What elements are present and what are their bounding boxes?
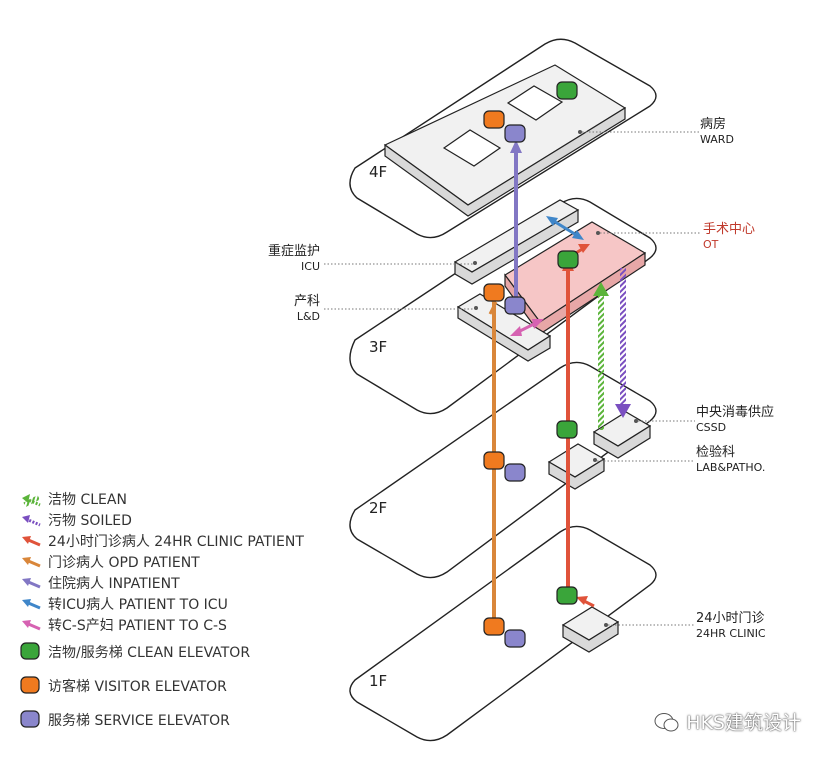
legend-item-cs-transfer: 转C-S产妇 PATIENT TO C-S [20, 614, 350, 635]
service-elevator-1f-icon [504, 629, 526, 648]
floor-label-1f: 1F [369, 672, 388, 690]
legend-item-soiled: 污物 SOILED [20, 509, 350, 530]
legend-item-inpatient: 住院病人 INPATIENT [20, 572, 350, 593]
service-elevator-2f-icon [504, 463, 526, 482]
cs-transfer-arrow-icon [510, 319, 544, 336]
watermark-text: HKS建筑设计 [686, 712, 801, 734]
clean-elevator-3f-icon [557, 250, 579, 269]
legend-item-clinic-patient: 24小时门诊病人 24HR CLINIC PATIENT [20, 530, 350, 551]
clinic-patient-arrow-icon [20, 531, 48, 551]
ld-entry-arrow-icon [488, 301, 498, 315]
floor-label-4f: 4F [369, 163, 388, 181]
clean-elevator-1f-icon [556, 586, 578, 605]
visitor-elevator-1f-icon [483, 617, 505, 636]
soiled-route-line [620, 268, 626, 408]
floor-label-2f: 2F [369, 499, 388, 517]
watermark: HKS建筑设计 [654, 708, 801, 735]
clean-route-line [598, 290, 604, 430]
clean-elevator-2f-icon [556, 420, 578, 439]
legend-item-icu-transfer: 转ICU病人 PATIENT TO ICU [20, 593, 350, 614]
legend-item-service-elevator: 服务梯 SERVICE ELEVATOR [20, 703, 350, 737]
leader-lines [324, 131, 700, 626]
service-elevator-4f-icon [504, 124, 526, 143]
icu-transfer-arrow-icon [20, 594, 48, 614]
legend-item-clean: 洁物 CLEAN [20, 488, 350, 509]
soiled-arrow-icon [20, 510, 48, 530]
clinic-block [561, 606, 620, 653]
clean-elevator-4f-icon [556, 81, 578, 100]
inpatient-arrow-icon [20, 573, 48, 593]
clean-elevator-icon [20, 642, 48, 662]
cssd-block [592, 411, 652, 459]
visitor-elevator-2f-icon [483, 451, 505, 470]
service-elevator-icon [20, 710, 48, 730]
clean-arrowhead-icon [593, 282, 609, 296]
cs-transfer-arrow-icon [20, 615, 48, 635]
legend-item-opd-patient: 门诊病人 OPD PATIENT [20, 551, 350, 572]
legend: 洁物 CLEAN 污物 SOILED 24小时门诊病人 24HR CLINIC … [20, 488, 350, 737]
wechat-icon [654, 712, 679, 731]
visitor-elevator-3f-icon [483, 283, 505, 302]
icu-transfer-arrow-icon [546, 216, 584, 240]
legend-item-clean-elevator: 洁物/服务梯 CLEAN ELEVATOR [20, 635, 350, 669]
service-elevator-3f-icon [504, 296, 526, 315]
clean-arrow-icon [20, 489, 48, 509]
floor-label-3f: 3F [369, 338, 388, 356]
inpatient-arrowhead-icon [510, 140, 522, 153]
visitor-elevator-4f-icon [483, 110, 505, 129]
legend-item-visitor-elevator: 访客梯 VISITOR ELEVATOR [20, 669, 350, 703]
opd-patient-arrow-icon [20, 552, 48, 572]
soiled-arrowhead-icon [615, 404, 631, 418]
visitor-elevator-icon [20, 676, 48, 696]
ld-block [456, 293, 552, 362]
clinic-entry-arrow-icon [576, 596, 595, 608]
